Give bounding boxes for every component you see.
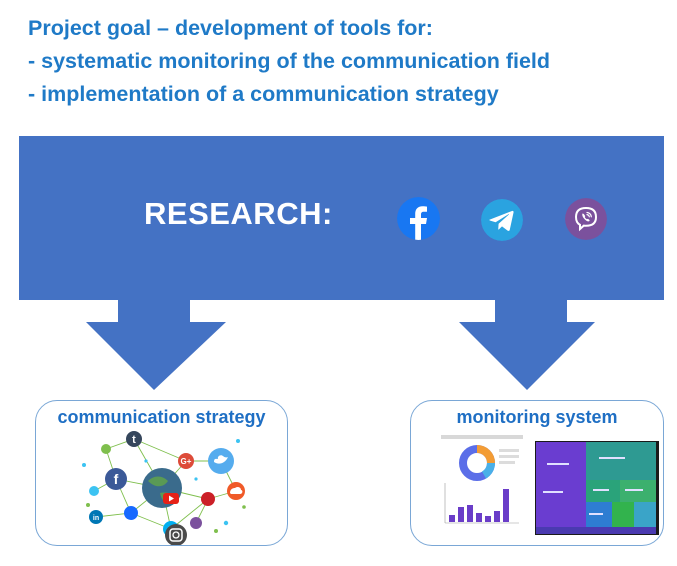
- goal-line-1: Project goal – development of tools for:: [28, 16, 433, 40]
- communication-strategy-card: communication strategy t f G+ S: [35, 400, 288, 546]
- research-banner: [19, 136, 664, 300]
- viber-icon: [565, 198, 607, 240]
- svg-text:f: f: [114, 471, 119, 487]
- goal-line-2: - systematic monitoring of the communica…: [28, 49, 551, 73]
- svg-text:in: in: [93, 515, 99, 522]
- svg-text:t: t: [132, 434, 136, 446]
- monitoring-system-card: monitoring system: [410, 400, 664, 546]
- telegram-icon: [481, 199, 523, 241]
- facebook-icon: [397, 197, 440, 240]
- project-goal: Project goal – development of tools for:…: [28, 12, 668, 111]
- goal-line-3: - implementation of a communication stra…: [28, 82, 499, 106]
- dashboard-thumbnail: [441, 435, 659, 535]
- left-down-arrow: [86, 299, 226, 390]
- svg-text:G+: G+: [181, 457, 192, 466]
- social-network-illustration: t f G+ S in: [82, 431, 246, 545]
- right-down-arrow: [459, 299, 595, 390]
- communication-strategy-title: communication strategy: [57, 407, 266, 427]
- monitoring-system-title: monitoring system: [456, 407, 618, 427]
- research-label: RESEARCH:: [144, 196, 333, 231]
